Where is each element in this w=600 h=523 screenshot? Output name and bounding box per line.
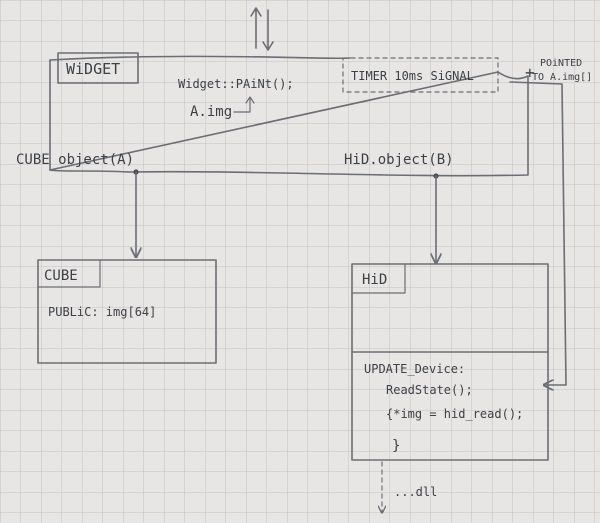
hid-object-label: HiD.object(B) [344,152,454,168]
hid-title-tab [351,263,406,294]
paint-call: Widget::PAiNt(); [178,77,294,91]
timer-signal-box [342,57,499,93]
paint-img-ref: A.img [190,104,232,120]
bidirectional-arrow-icon [250,7,274,51]
widget-title-box [57,52,139,84]
cube-title-tab [37,259,101,288]
paint-return-arrow-icon [233,96,255,113]
cube-member: PUBLiC: img[64] [48,305,156,319]
dll-label: ...dll [394,485,437,499]
pointer-connector [509,81,567,385]
pointer-note-line1: POiNTED [540,58,582,69]
cube-title: CUBE [44,268,78,284]
hid-class-box [351,263,549,461]
hid-close-brace: } [392,438,400,454]
hid-read-state: ReadState(); [386,383,473,397]
pointer-note-line2: TO A.img[] [532,72,592,83]
cube-object-label: CUBE object(A) [16,152,134,168]
widget-title: WiDGET [66,60,120,78]
cube-class-box [37,259,217,364]
hid-title: HiD [362,272,387,288]
widget-frame [49,55,529,177]
hid-update-fn: UPDATE_Device: [364,362,465,376]
hid-assign: {*img = hid_read(); [386,407,523,421]
timer-signal-label: TIMER 10ms SiGNAL [351,69,474,83]
pointer-plus: + [525,63,535,82]
